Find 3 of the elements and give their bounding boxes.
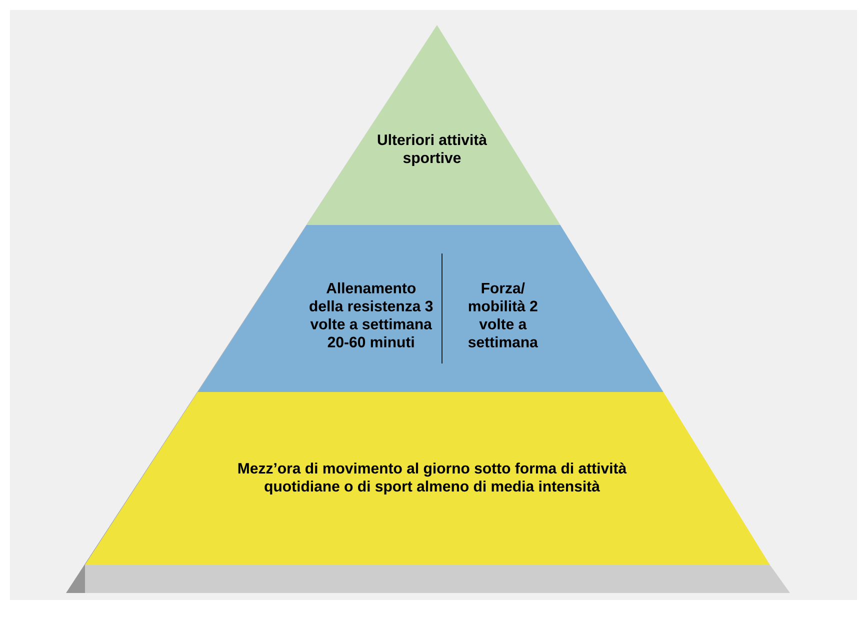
pyramid-tier: Mezz’ora di movimento al giorno sotto forma di attività quotidiane o di sport almeno di media intensità <box>85 392 770 565</box>
pyramid-tier: Ulteriori attività sportive <box>306 25 560 225</box>
pyramid-tier: Allenamento della resistenza 3 volte a settimana 20-60 minuti Forza/ mobilità 2 volte a settimana <box>198 225 664 392</box>
